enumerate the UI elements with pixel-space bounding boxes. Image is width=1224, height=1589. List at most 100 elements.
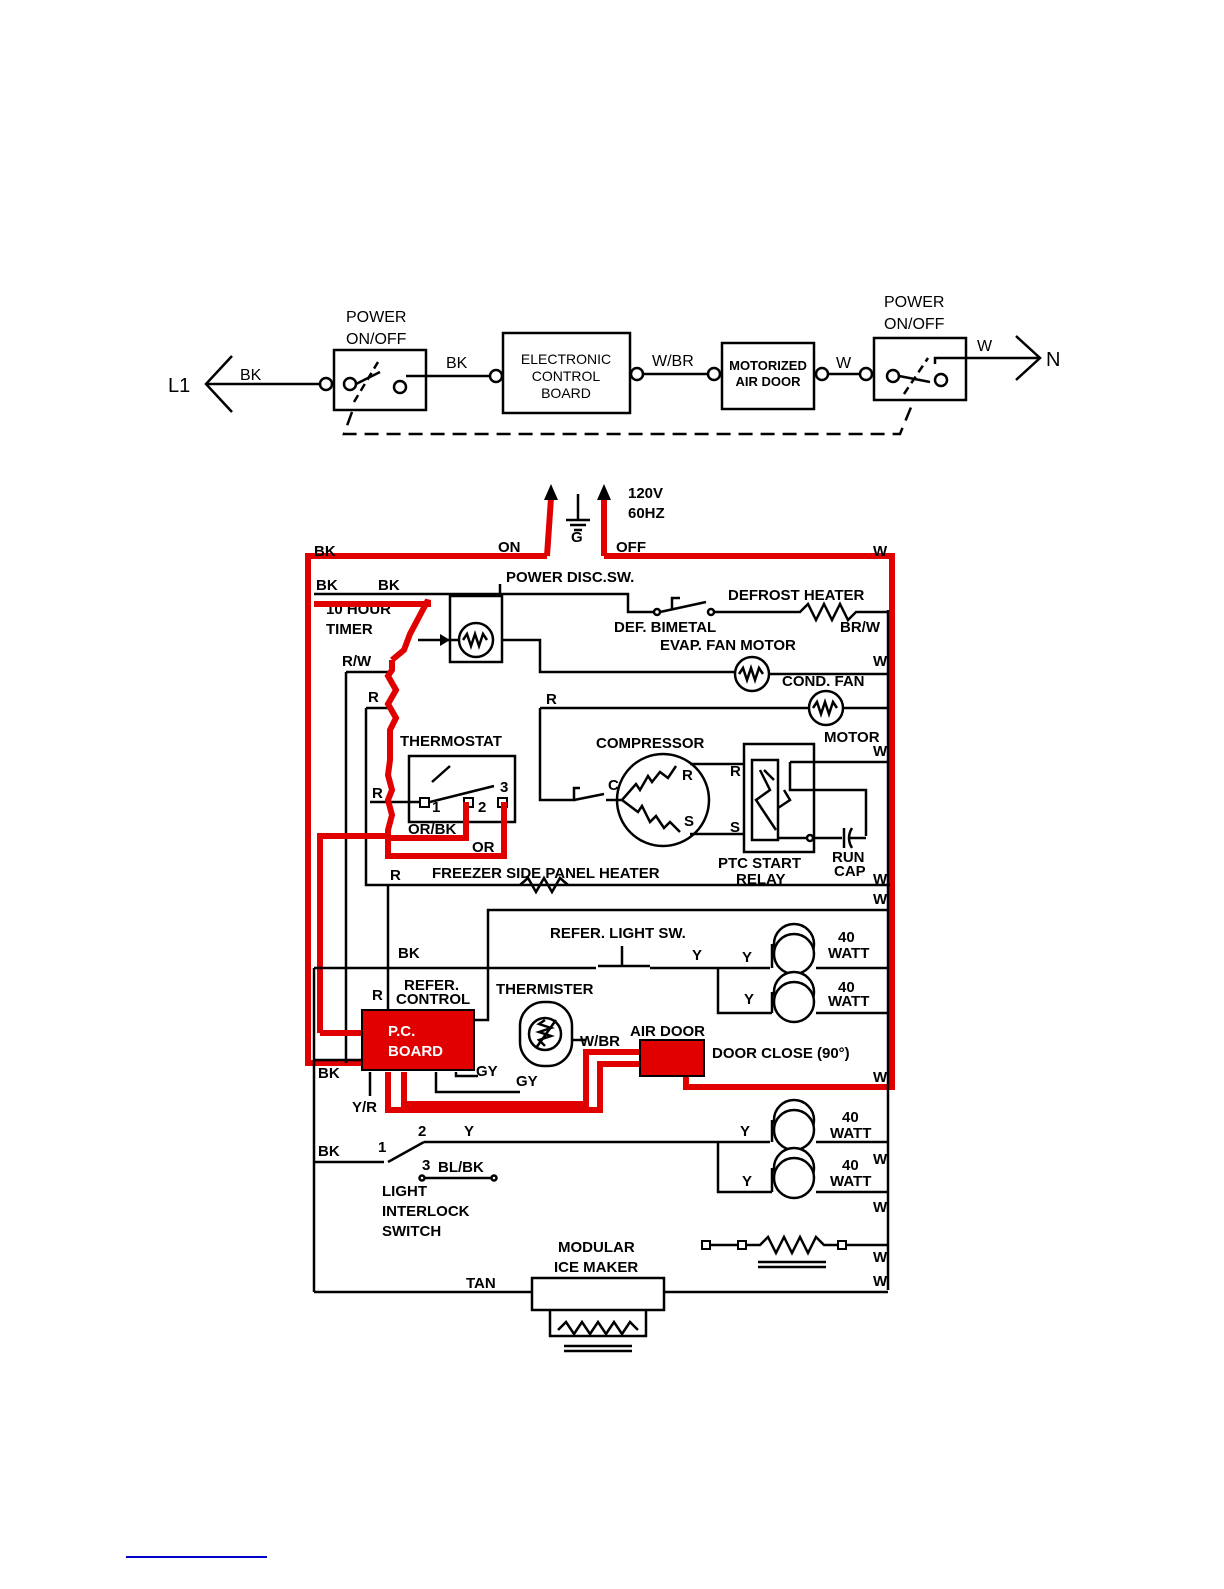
il-2-label: 2 [418, 1123, 426, 1140]
evap-fan-label: EVAP. FAN MOTOR [660, 637, 796, 654]
power-disc-label: POWER DISC.SW. [506, 569, 634, 586]
lamp1-watt: 40 [838, 929, 855, 946]
lamp1-unit: WATT [828, 945, 869, 962]
interlock-line1: LIGHT [382, 1183, 427, 1200]
pc-board [361, 1009, 475, 1071]
y-label-5: Y [742, 1173, 752, 1190]
gy-label-2: GY [516, 1073, 538, 1090]
w-wire-label-2: W [977, 338, 993, 355]
w-tick-2: W [873, 653, 888, 670]
thermostat-label: THERMOSTAT [400, 733, 502, 750]
lamp-1: 40 WATT [770, 922, 888, 976]
bk-label-light: BK [398, 945, 420, 962]
or-label: OR [472, 839, 495, 856]
timer-line2: TIMER [326, 621, 373, 638]
bk-label-interlock: BK [318, 1143, 340, 1160]
pc-board-line2: BOARD [388, 1043, 443, 1060]
air-door [639, 1039, 705, 1077]
off-label: OFF [616, 539, 646, 556]
ice-maker-line1: MODULAR [558, 1239, 635, 1256]
lamp3-watt: 40 [842, 1109, 859, 1126]
ice-maker [530, 1276, 666, 1312]
r-label-thermo: R [372, 785, 383, 802]
r-label-fh: R [390, 867, 401, 884]
schematic: G 120V 60HZ ON OFF BK POWER DISC.SW. BK … [305, 484, 895, 1353]
bk-label-low: BK [318, 1065, 340, 1082]
lamp-3: 40 WATT [770, 1098, 888, 1152]
power-left-line1: POWER [346, 309, 406, 326]
lamp-2: 40 WATT [770, 970, 888, 1024]
bk-top-label: BK [314, 543, 336, 560]
ice-maker-line2: ICE MAKER [554, 1259, 638, 1276]
y-label-2: Y [742, 949, 752, 966]
gy-label-1: GY [476, 1063, 498, 1080]
bk-label-2: BK [316, 577, 338, 594]
door-close-label: DOOR CLOSE (90°) [712, 1045, 850, 1062]
lamp2-watt: 40 [838, 979, 855, 996]
orbk-label: OR/BK [408, 821, 457, 838]
run-cap-line2: CAP [834, 863, 866, 880]
electronic-control-board [501, 331, 632, 415]
l1-label: L1 [168, 375, 190, 397]
r-label-cond: R [546, 691, 557, 708]
thermostat-box [407, 754, 517, 824]
comp-r-label: R [682, 767, 693, 784]
lamp3-unit: WATT [830, 1125, 871, 1142]
footer-link-underline[interactable] [126, 1556, 267, 1558]
air-door-line1: MOTORIZED [729, 358, 807, 373]
ptc-s-label: S [730, 819, 740, 836]
air-door-line2: AIR DOOR [736, 374, 802, 389]
bk-wire-label-2: BK [446, 355, 468, 372]
wbr-wire-label: W/BR [652, 353, 694, 370]
w-tick-8: W [873, 1199, 888, 1216]
cond-fan-label: COND. FAN [782, 673, 865, 690]
ground-label: G [571, 529, 583, 546]
ecb-line2: CONTROL [532, 368, 601, 384]
lamp4-unit: WATT [830, 1173, 871, 1190]
blbk-label: BL/BK [438, 1159, 484, 1176]
wbr-label: W/BR [580, 1033, 620, 1050]
motorized-air-door-box [720, 341, 816, 411]
motor-label: MOTOR [824, 729, 880, 746]
w-tick-1: W [873, 543, 888, 560]
compressor-label: COMPRESSOR [596, 735, 705, 752]
brw-label: BR/W [840, 619, 881, 636]
t3-label: 3 [500, 779, 508, 796]
interlock-line3: SWITCH [382, 1223, 441, 1240]
y-label-4: Y [740, 1123, 750, 1140]
w-tick-5: W [873, 891, 888, 908]
comp-s-label: S [684, 813, 694, 830]
block-diagram: L1 BK POWER ON/OFF BK ELECTRONIC CONTROL… [168, 294, 1060, 436]
power-right-line1: POWER [884, 294, 944, 311]
lamp2-unit: WATT [828, 993, 869, 1010]
il-3-label: 3 [422, 1157, 430, 1174]
on-label: ON [498, 539, 521, 556]
thermister-label: THERMISTER [496, 981, 594, 998]
r-label-pc: R [372, 987, 383, 1004]
rw-label: R/W [342, 653, 372, 670]
t1-label: 1 [432, 799, 440, 816]
lamp-4: 40 WATT [770, 1146, 888, 1200]
def-bimetal-label: DEF. BIMETAL [614, 619, 716, 636]
tan-label: TAN [466, 1275, 496, 1292]
y-label-il: Y [464, 1123, 474, 1140]
supply-line2: 60HZ [628, 505, 665, 522]
yr-label: Y/R [352, 1099, 377, 1116]
c-label: C [608, 777, 619, 794]
refer-control-line1: REFER. [404, 977, 459, 994]
mechanical-link [342, 399, 916, 436]
w-tick-4: W [873, 871, 888, 888]
air-door-label: AIR DOOR [630, 1023, 705, 1040]
refer-light-sw-label: REFER. LIGHT SW. [550, 925, 686, 942]
t2-label: 2 [478, 799, 486, 816]
ptc-r-label: R [730, 763, 741, 780]
bk-wire-label: BK [240, 367, 262, 384]
lamp4-watt: 40 [842, 1157, 859, 1174]
r-label-1: R [368, 689, 379, 706]
ecb-line1: ELECTRONIC [521, 351, 611, 367]
w-tick-7: W [873, 1151, 888, 1168]
w-tick-10: W [873, 1273, 888, 1290]
defrost-heater-label: DEFROST HEATER [728, 587, 865, 604]
